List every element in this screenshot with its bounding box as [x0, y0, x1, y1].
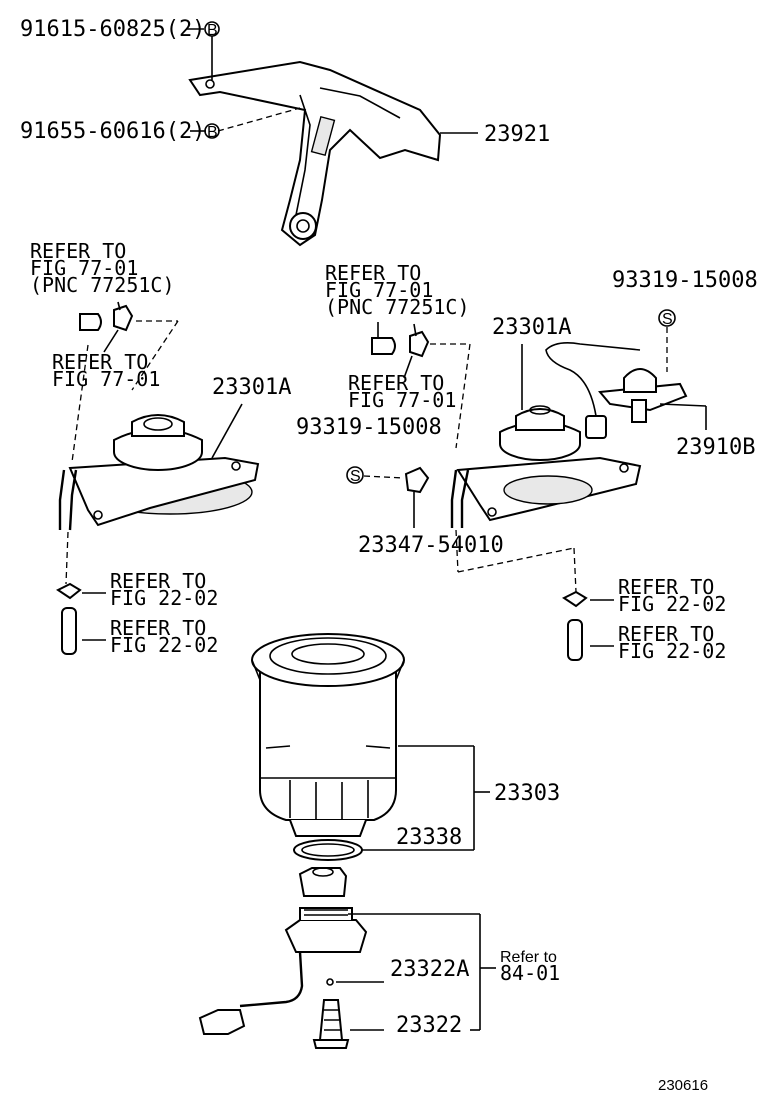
- center-refer-mid: REFER TO FIG 77-01: [348, 371, 456, 412]
- center-refer-top: REFER TO FIG 77-01 (PNC 77251C): [325, 261, 470, 319]
- callout-gasket: 23338: [396, 825, 462, 850]
- right-low1-ref-line1: REFER TO: [618, 575, 714, 599]
- left-low2-ref-line2: FIG 22-02: [110, 633, 218, 657]
- left-top-ref-line3: (PNC 77251C): [30, 273, 175, 297]
- drain-assembly-drawing: [198, 867, 368, 1049]
- center-mid-ref-line1: REFER TO: [348, 371, 444, 395]
- drain-refer: Refer to 84-01: [500, 949, 560, 985]
- callout-filter: 23303: [494, 781, 560, 806]
- left-refer-low-2: REFER TO FIG 22-02: [110, 616, 218, 657]
- left-top-ref-line2: FIG 77-01: [30, 256, 138, 280]
- callout-sensor-bracket: 23910B: [676, 435, 755, 460]
- callout-bolt-b: 91655-60616(2): [20, 119, 205, 144]
- callout-drain-plug-a: 23322A: [390, 957, 469, 982]
- left-refer-mid: REFER TO FIG 77-01: [52, 350, 160, 391]
- left-refer-top: REFER TO FIG 77-01 (PNC 77251C): [30, 239, 175, 297]
- center-mid-ref-line2: FIG 77-01: [348, 388, 456, 412]
- callout-filter-head-left: 23301A: [212, 375, 291, 400]
- diagram-code: 230616: [658, 1077, 708, 1094]
- callout-screw-left: 93319-15008: [296, 415, 442, 440]
- center-top-ref-line3: (PNC 77251C): [325, 295, 470, 319]
- b-marker-a: B: [207, 22, 218, 39]
- center-top-ref-line1: REFER TO: [325, 261, 421, 285]
- right-low1-ref-line2: FIG 22-02: [618, 592, 726, 616]
- left-filter-head-drawing: [58, 414, 260, 531]
- right-refer-low-2: REFER TO FIG 22-02: [618, 622, 726, 663]
- left-refer-low-1: REFER TO FIG 22-02: [110, 569, 218, 610]
- right-filter-head-drawing: [450, 342, 642, 528]
- left-mid-ref-line1: REFER TO: [52, 350, 148, 374]
- bracket-drawing: [188, 60, 442, 247]
- left-low1-ref-line1: REFER TO: [110, 569, 206, 593]
- callout-bolt-a: 91615-60825(2): [20, 17, 205, 42]
- fuel-filter-drawing: [251, 633, 405, 837]
- drain-ref-line2: 84-01: [500, 961, 560, 985]
- right-refer-low-1: REFER TO FIG 22-02: [618, 575, 726, 616]
- callout-filter-head-right: 23301A: [492, 315, 571, 340]
- callout-bracket: 23921: [484, 122, 550, 147]
- gasket-drawing: [293, 839, 363, 861]
- s-marker-left: S: [350, 468, 361, 485]
- s-marker-right: S: [662, 311, 673, 328]
- right-low2-ref-line2: FIG 22-02: [618, 639, 726, 663]
- center-top-ref-line2: FIG 77-01: [325, 278, 433, 302]
- left-top-ref-line1: REFER TO: [30, 239, 126, 263]
- b-marker-b: B: [207, 124, 218, 141]
- sensor-bracket-drawing: [598, 368, 688, 423]
- left-mid-ref-line2: FIG 77-01: [52, 367, 160, 391]
- left-low1-ref-line2: FIG 22-02: [110, 586, 218, 610]
- callout-plug: 23347-54010: [358, 533, 504, 558]
- left-low2-ref-line1: REFER TO: [110, 616, 206, 640]
- callout-screw-right: 93319-15008(: [612, 268, 760, 293]
- drain-ref-line1: Refer to: [500, 949, 557, 966]
- right-low2-ref-line1: REFER TO: [618, 622, 714, 646]
- callout-drain-plug: 23322: [396, 1013, 462, 1038]
